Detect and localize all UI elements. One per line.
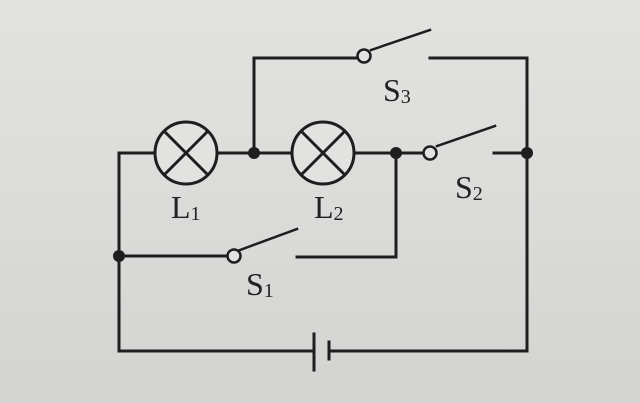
wire-to-s3 [252,56,360,155]
lamp-l2 [290,120,356,186]
wire-left-rail [117,151,316,353]
wire-right-rail [327,56,529,353]
wire-to-s1-out [295,151,398,259]
junction-right [521,147,533,159]
label-s2: S2 [455,169,483,205]
junction-left [113,250,125,262]
junction-l1-l2 [248,147,260,159]
label-s1: S1 [246,266,274,302]
switch-s1 [226,227,299,264]
junction-l2-s2 [390,147,402,159]
switch-s2 [422,124,497,161]
switch-s3 [356,28,432,64]
label-s3: S3 [383,72,411,108]
label-l1: L1 [171,189,201,225]
battery-cell [312,332,331,372]
label-l2: L2 [314,189,344,225]
lamp-l1 [153,120,219,186]
